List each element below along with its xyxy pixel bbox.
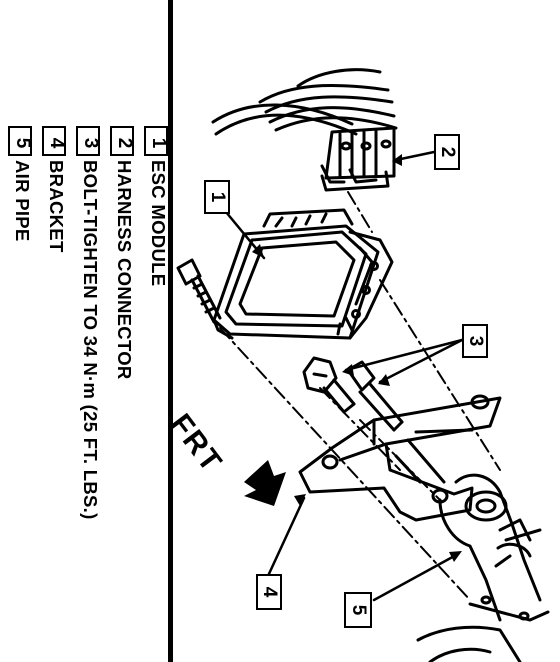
callout-number: 2 bbox=[437, 146, 458, 158]
legend-item-air-pipe: 5 AIR PIPE bbox=[6, 126, 36, 646]
harness-connector bbox=[320, 126, 396, 192]
air-pipe bbox=[416, 473, 550, 662]
leader-arrowheads bbox=[252, 154, 462, 562]
bracket bbox=[298, 394, 502, 522]
leader-lines bbox=[224, 150, 464, 602]
legend-item-esc-module: 1 ESC MODULE bbox=[142, 126, 172, 646]
callout-harness-connector: 2 bbox=[434, 134, 460, 170]
wiring-harness-cables bbox=[211, 68, 398, 136]
legend-number-box: 1 bbox=[144, 126, 169, 156]
callout-bracket: 4 bbox=[256, 574, 282, 610]
legend-divider bbox=[168, 0, 173, 662]
callout-bolt: 3 bbox=[462, 324, 488, 358]
legend-number-box: 5 bbox=[8, 126, 33, 156]
callout-air-pipe: 5 bbox=[344, 592, 372, 628]
callout-esc-module: 1 bbox=[204, 180, 230, 214]
callout-number: 3 bbox=[465, 335, 486, 347]
legend-number-box: 4 bbox=[42, 126, 67, 156]
legend-item-harness-connector: 2 HARNESS CONNECTOR bbox=[108, 126, 138, 646]
legend-number-box: 2 bbox=[110, 126, 135, 156]
callout-number: 1 bbox=[207, 191, 228, 203]
legend-number-box: 3 bbox=[76, 126, 101, 156]
bolt-icon bbox=[176, 258, 222, 324]
callout-number: 4 bbox=[259, 586, 280, 598]
front-direction-arrow-icon bbox=[244, 460, 286, 506]
legend-item-bolt: 3 BOLT-TIGHTEN TO 34 N·m (25 FT. LBS.) bbox=[74, 126, 104, 646]
callout-number: 5 bbox=[348, 604, 369, 616]
legend-item-bracket: 4 BRACKET bbox=[40, 126, 70, 646]
